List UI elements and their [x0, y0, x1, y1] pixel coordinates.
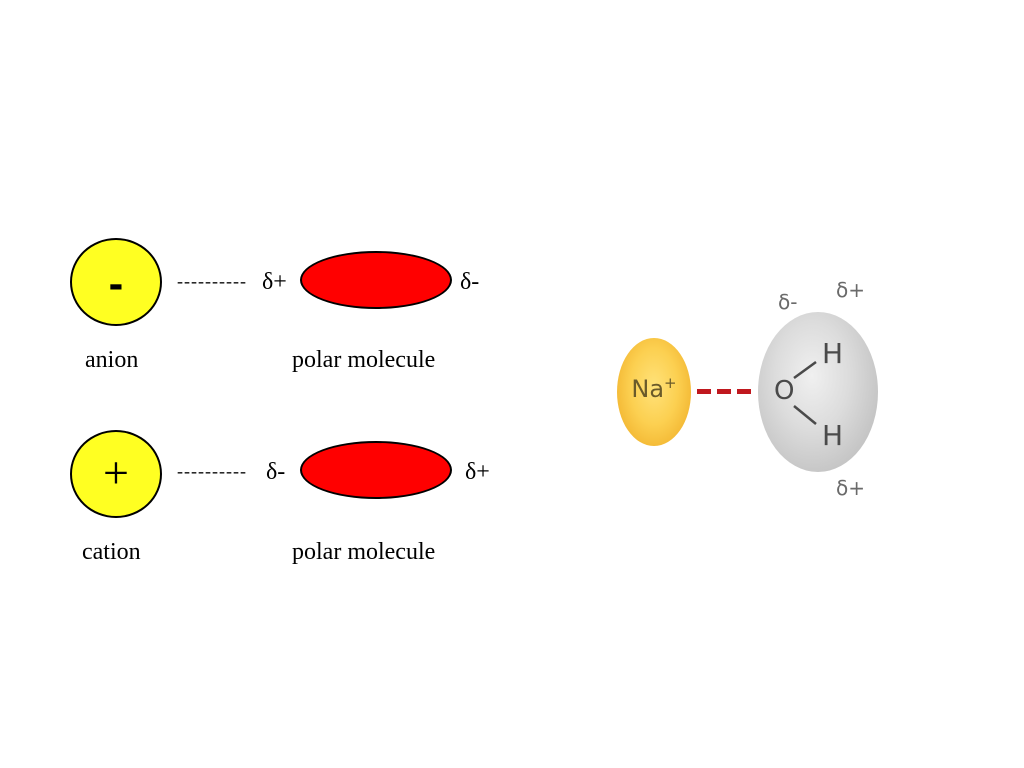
row1-interaction-dashes: ---------- — [177, 271, 247, 291]
cation-circle: + — [70, 430, 162, 518]
row2-delta-right: δ+ — [465, 459, 490, 485]
hydrogen-bottom-label: H — [822, 419, 844, 452]
hydrogen-top-label: H — [822, 337, 844, 370]
row2-delta-left: δ- — [266, 459, 286, 485]
sodium-ion-charge: + — [664, 374, 677, 392]
oxygen-partial-negative: δ- — [778, 290, 798, 314]
row1-polar-molecule — [300, 251, 452, 309]
row1-delta-right: δ- — [460, 269, 480, 295]
row1-delta-left: δ+ — [262, 269, 287, 295]
row2-polar-molecule — [300, 441, 452, 499]
row2-interaction-dashes: ---------- — [177, 461, 247, 481]
anion-circle: - — [70, 238, 162, 326]
row2-molecule-caption: polar molecule — [292, 539, 436, 565]
sodium-ion-label: Na+ — [631, 374, 677, 403]
anion-sign: - — [108, 259, 124, 308]
anion-caption: anion — [85, 347, 139, 373]
water-bond-lines — [793, 360, 817, 425]
water-molecule: O H H — [758, 312, 878, 472]
hydrogen-top-partial-positive: δ+ — [836, 278, 865, 302]
cation-caption: cation — [82, 539, 141, 565]
sodium-ion: Na+ — [617, 338, 691, 446]
cation-sign: + — [103, 447, 129, 498]
row1-molecule-caption: polar molecule — [292, 347, 436, 373]
hydrogen-bottom-partial-positive: δ+ — [836, 476, 865, 500]
oxygen-atom-label: O — [774, 376, 795, 406]
ion-dipole-bond — [697, 389, 755, 394]
